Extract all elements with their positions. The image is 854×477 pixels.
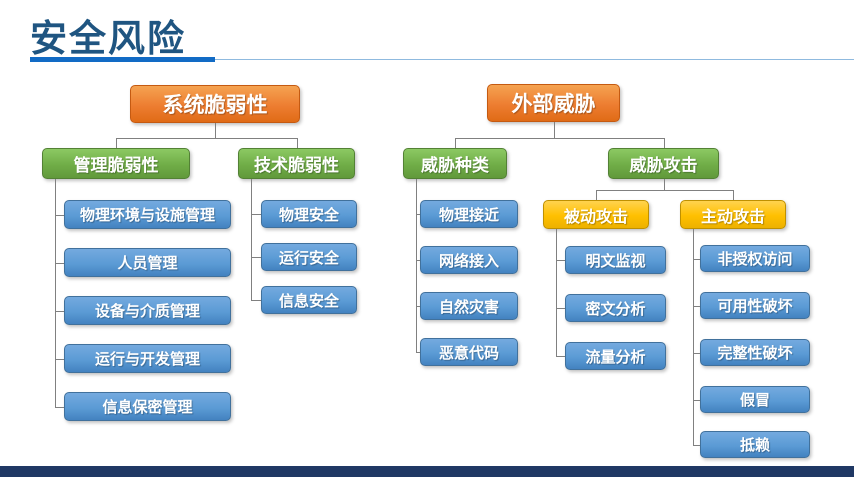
node-active4: 假冒 <box>700 386 810 413</box>
title-underline-thin <box>215 59 854 60</box>
connector-line <box>596 190 733 192</box>
connector-line <box>693 352 700 354</box>
connector-line <box>693 399 700 401</box>
node-passive2: 密文分析 <box>565 294 666 322</box>
footer-bar <box>0 466 854 477</box>
node-passive3: 流量分析 <box>565 342 666 370</box>
connector-line <box>556 308 565 310</box>
node-types4: 恶意代码 <box>420 338 518 366</box>
node-mgmt3: 设备与介质管理 <box>64 296 231 325</box>
connector-line <box>116 138 297 140</box>
connector-line <box>556 229 558 356</box>
node-passive: 被动攻击 <box>543 200 649 229</box>
connector-line <box>693 258 700 260</box>
connector-line <box>693 444 700 446</box>
node-active: 主动攻击 <box>680 200 786 229</box>
connector-line <box>55 262 64 264</box>
node-active3: 完整性破坏 <box>700 339 810 366</box>
node-mgmt2: 人员管理 <box>64 248 231 277</box>
connector-line <box>693 229 695 445</box>
node-mgmt5: 信息保密管理 <box>64 392 231 421</box>
connector-line <box>416 260 420 262</box>
node-passive1: 明文监视 <box>565 246 666 274</box>
node-tech3: 信息安全 <box>261 286 357 314</box>
node-tech: 技术脆弱性 <box>238 148 355 179</box>
connector-line <box>416 352 420 354</box>
node-types: 威胁种类 <box>403 148 507 179</box>
page-title: 安全风险 <box>30 17 186 60</box>
connector-line <box>455 138 664 140</box>
connector-line <box>296 138 298 148</box>
connector-line <box>553 122 555 138</box>
node-active1: 非授权访问 <box>700 245 810 272</box>
node-types3: 自然灾害 <box>420 292 518 320</box>
connector-line <box>55 406 64 408</box>
node-sys: 系统脆弱性 <box>130 85 300 123</box>
connector-line <box>251 214 261 216</box>
connector-line <box>251 300 261 302</box>
connector-line <box>663 179 665 190</box>
node-mgmt4: 运行与开发管理 <box>64 344 231 373</box>
connector-line <box>733 190 735 200</box>
node-ext: 外部威胁 <box>487 84 620 122</box>
connector-line <box>416 214 420 216</box>
connector-line <box>251 179 253 300</box>
node-mgmt1: 物理环境与设施管理 <box>64 200 231 229</box>
node-active2: 可用性破坏 <box>700 292 810 319</box>
connector-line <box>55 358 64 360</box>
connector-line <box>556 260 565 262</box>
node-mgmt: 管理脆弱性 <box>42 148 190 179</box>
node-active5: 抵赖 <box>700 431 810 458</box>
connector-line <box>693 305 700 307</box>
node-types2: 网络接入 <box>420 246 518 274</box>
connector-line <box>215 123 217 138</box>
connector-line <box>116 138 118 148</box>
connector-line <box>596 190 598 200</box>
connector-line <box>55 179 57 407</box>
connector-line <box>416 179 418 352</box>
connector-line <box>556 356 565 358</box>
connector-line <box>55 310 64 312</box>
connector-line <box>251 257 261 259</box>
node-types1: 物理接近 <box>420 200 518 228</box>
connector-line <box>416 306 420 308</box>
connector-line <box>55 214 64 216</box>
connector-line <box>455 138 457 148</box>
node-attacks: 威胁攻击 <box>608 148 719 179</box>
title-underline-thick <box>30 57 215 62</box>
connector-line <box>663 138 665 148</box>
node-tech2: 运行安全 <box>261 243 357 271</box>
node-tech1: 物理安全 <box>261 200 357 228</box>
